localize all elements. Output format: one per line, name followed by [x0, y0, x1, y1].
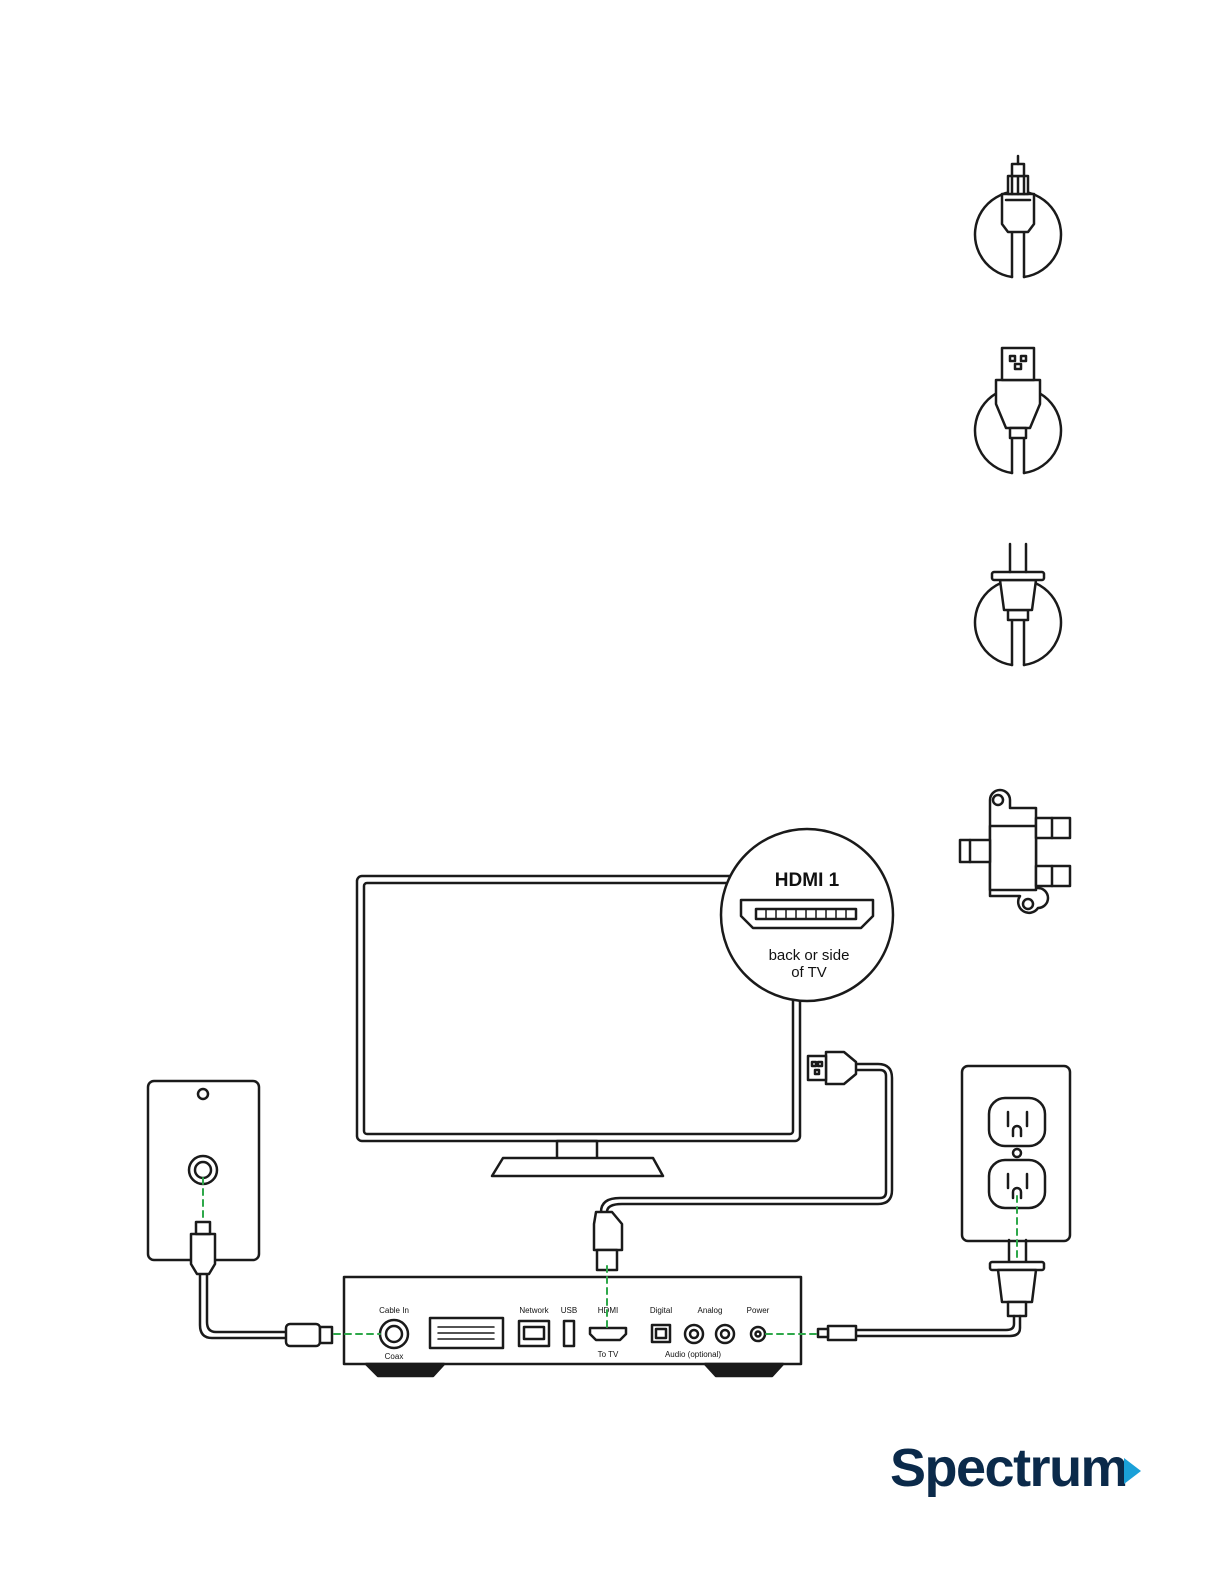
wall-power-outlet — [962, 1066, 1070, 1241]
hdmi-1-label: HDMI 1 — [775, 870, 840, 891]
spectrum-arrow-icon — [1124, 1458, 1141, 1484]
cable-splitter-icon — [960, 790, 1070, 913]
coax-cable — [191, 1222, 332, 1346]
power-cord — [818, 1240, 1044, 1340]
callout-caption-line1: back or side — [769, 947, 850, 964]
tv-hdmi-callout: HDMI 1 back or side of TV — [721, 829, 893, 1001]
cable-receiver: Cable In Network USB HDMI Digital Analog… — [344, 1277, 801, 1376]
hdmi-connector-icon — [975, 348, 1061, 473]
power-plug-icon — [975, 544, 1061, 665]
port-label-usb: USB — [561, 1306, 577, 1315]
spectrum-wordmark: Spectrum — [890, 1438, 1127, 1498]
spectrum-logo: Spectrum — [890, 1438, 1141, 1498]
port-label-cable-in: Cable In — [379, 1306, 409, 1315]
port-label-network: Network — [519, 1306, 549, 1315]
port-label-coax: Coax — [385, 1352, 404, 1361]
port-label-to-tv: To TV — [598, 1350, 619, 1359]
port-label-digital: Digital — [650, 1306, 672, 1315]
coax-connector-icon — [975, 156, 1061, 277]
callout-caption-line2: of TV — [791, 964, 827, 981]
port-label-power: Power — [747, 1306, 770, 1315]
port-label-audio: Audio (optional) — [665, 1350, 721, 1359]
port-label-analog: Analog — [698, 1306, 723, 1315]
